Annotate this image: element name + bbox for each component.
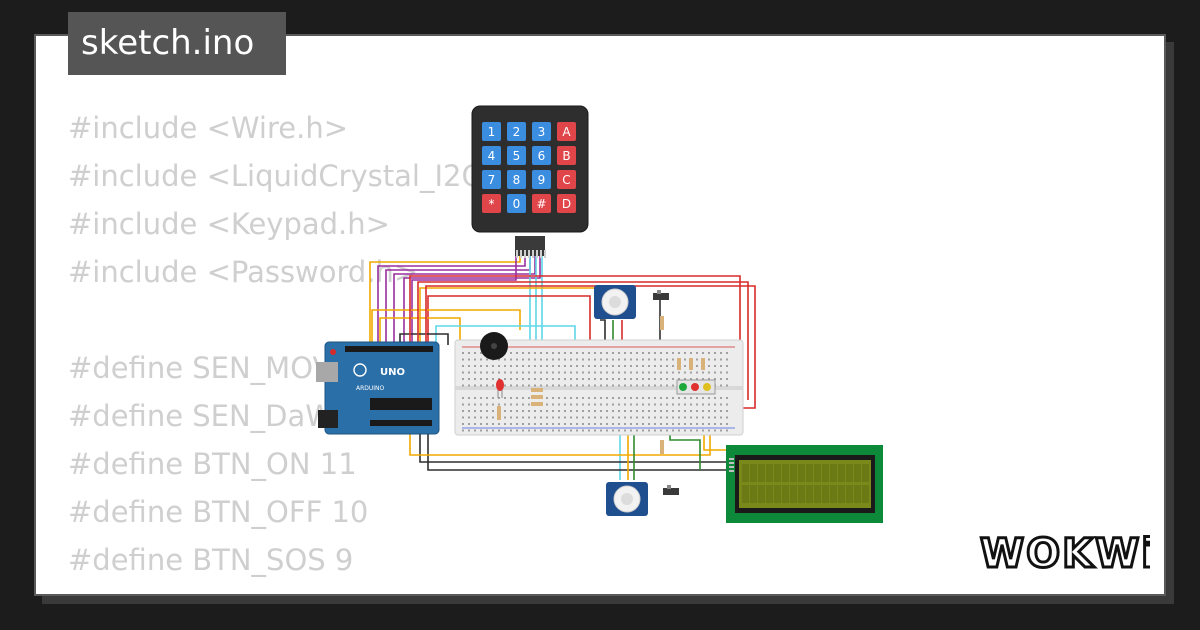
svg-text:1: 1 xyxy=(488,125,496,139)
pir-sensor-top[interactable] xyxy=(594,285,636,319)
keypad-key[interactable]: 4 xyxy=(482,146,501,165)
svg-text:7: 7 xyxy=(488,173,496,187)
code-line: #define SEN_MOV 13 xyxy=(68,351,379,385)
breadboard xyxy=(454,339,744,436)
keypad-key[interactable]: B xyxy=(557,146,576,165)
keypad-key[interactable]: 9 xyxy=(532,170,551,189)
code-line: #define BTN_OFF 10 xyxy=(68,495,369,529)
keypad-key[interactable]: # xyxy=(532,194,551,213)
svg-text:6: 6 xyxy=(538,149,546,163)
file-tab[interactable]: sketch.ino xyxy=(68,12,286,75)
code-line: #define LED 6 xyxy=(68,584,1164,594)
keypad-key[interactable]: 8 xyxy=(507,170,526,189)
keypad-key[interactable]: 7 xyxy=(482,170,501,189)
code-line: #include <Wire.h> xyxy=(68,111,349,145)
status-leds[interactable] xyxy=(676,379,716,395)
keypad-key[interactable]: 6 xyxy=(532,146,551,165)
svg-text:C: C xyxy=(562,173,570,187)
keypad-key[interactable]: * xyxy=(482,194,501,213)
code-line: #define BTN_ON 11 xyxy=(68,447,357,481)
preview-card: #include <Wire.h>#include <LiquidCrystal… xyxy=(34,34,1166,596)
svg-text:#: # xyxy=(536,197,546,211)
slide-switch-bottom[interactable] xyxy=(663,485,679,495)
resistors xyxy=(497,316,705,454)
wokwi-logo-text: WOKWi xyxy=(980,531,1150,575)
keypad-key[interactable]: 5 xyxy=(507,146,526,165)
keypad[interactable]: 1 2 3 A 4 5 6 B 7 8 9 C * 0 # D xyxy=(471,105,589,258)
svg-text:8: 8 xyxy=(513,173,521,187)
slide-switch-top[interactable] xyxy=(653,290,669,300)
keypad-key[interactable]: 0 xyxy=(507,194,526,213)
svg-text:2: 2 xyxy=(513,125,521,139)
code-preview: #include <Wire.h>#include <LiquidCrystal… xyxy=(68,104,1164,594)
buzzer[interactable] xyxy=(480,332,508,360)
svg-text:*: * xyxy=(489,197,495,211)
file-tab-label: sketch.ino xyxy=(81,23,255,63)
keypad-key[interactable]: 2 xyxy=(507,122,526,141)
arduino-label: UNO xyxy=(380,367,405,378)
code-line: #include <Password.h> xyxy=(68,255,419,289)
arduino-board[interactable]: UNO ARDUINO xyxy=(316,341,440,435)
svg-text:D: D xyxy=(562,197,571,211)
pir-sensor-bottom[interactable] xyxy=(606,482,648,516)
svg-text:B: B xyxy=(562,149,570,163)
code-line: #define BTN_SOS 9 xyxy=(68,543,354,577)
svg-text:5: 5 xyxy=(513,149,521,163)
keypad-key[interactable]: 3 xyxy=(532,122,551,141)
wokwi-logo[interactable]: WOKWi xyxy=(978,527,1151,576)
code-line: #include <Keypad.h> xyxy=(68,207,390,241)
keypad-key[interactable]: D xyxy=(557,194,576,213)
svg-text:4: 4 xyxy=(488,149,496,163)
arduino-logo-icon xyxy=(353,363,367,377)
svg-text:0: 0 xyxy=(513,197,521,211)
svg-text:9: 9 xyxy=(538,173,546,187)
keypad-key[interactable]: C xyxy=(557,170,576,189)
arduino-brand: ARDUINO xyxy=(356,385,385,392)
led-red[interactable] xyxy=(496,379,504,398)
lcd-display[interactable] xyxy=(726,445,883,523)
svg-text:A: A xyxy=(562,125,571,139)
keypad-key[interactable]: A xyxy=(557,122,576,141)
svg-text:3: 3 xyxy=(538,125,546,139)
keypad-key[interactable]: 1 xyxy=(482,122,501,141)
